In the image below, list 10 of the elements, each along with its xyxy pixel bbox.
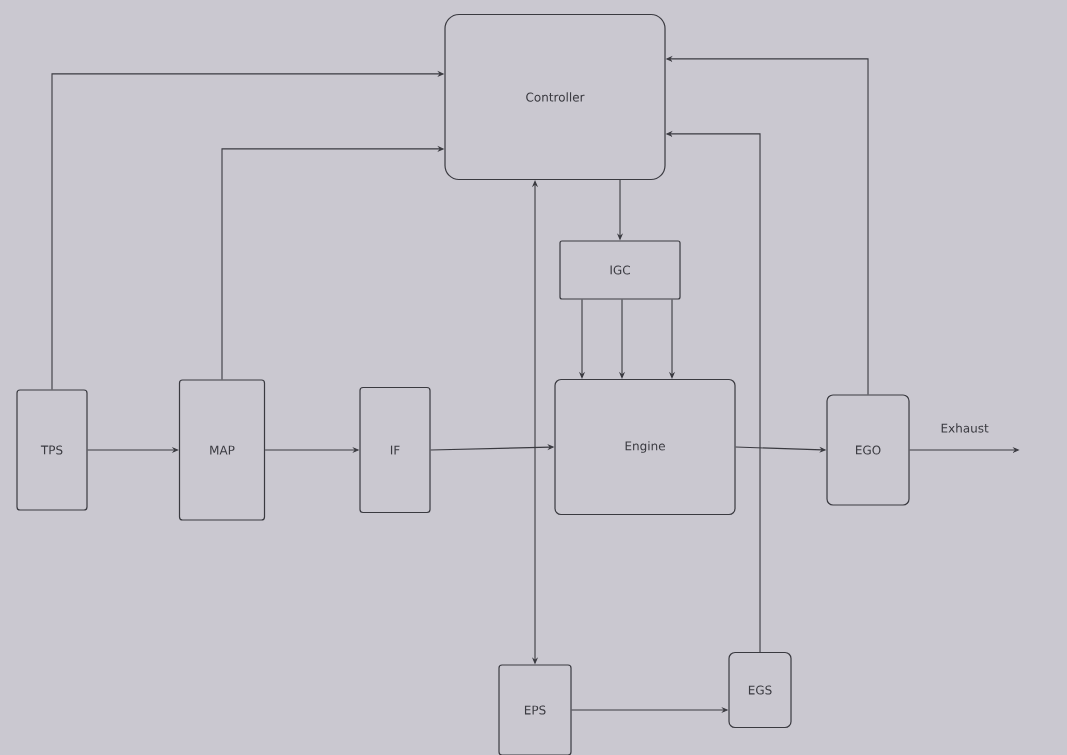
edge-label: Exhaust xyxy=(939,422,990,434)
block-box: Controller xyxy=(444,13,666,181)
block-box: IGC xyxy=(559,240,681,300)
block-box: IF xyxy=(359,386,431,514)
block-box: TPS xyxy=(16,389,88,511)
block-box: MAP xyxy=(178,379,266,521)
block-box: Engine xyxy=(554,378,736,516)
block-box: EGO xyxy=(826,394,910,506)
block-box: EPS xyxy=(498,664,572,755)
block-box: EGS xyxy=(728,651,792,729)
